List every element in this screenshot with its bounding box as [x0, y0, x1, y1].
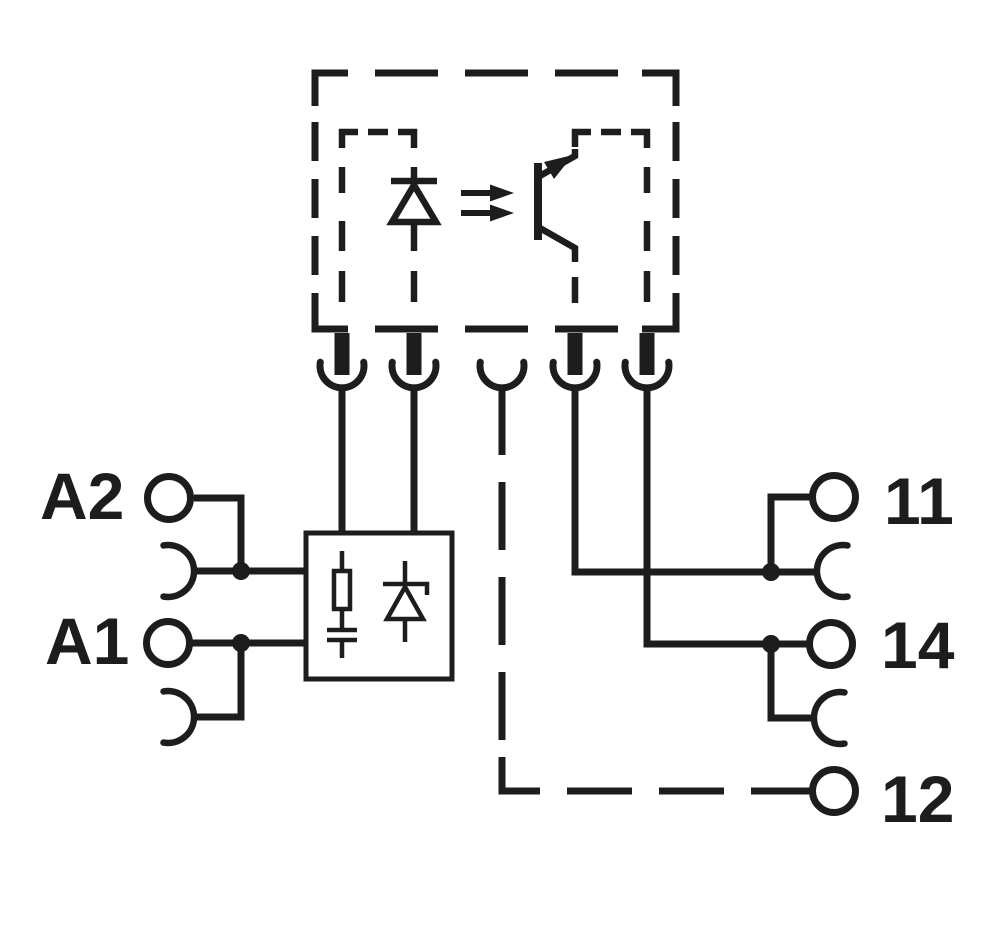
junction-dots	[232, 562, 780, 653]
label-a2: A2	[40, 459, 124, 533]
socket-contact-a1	[160, 687, 198, 747]
socket-contact-14	[810, 688, 848, 748]
arrow-head	[490, 184, 514, 202]
socket-contact-11	[813, 541, 851, 601]
terminal-circle-a2	[144, 473, 194, 523]
suppressor-diode-branch	[383, 561, 430, 642]
transistor-collector	[536, 224, 579, 262]
led-compartment-outline	[338, 128, 418, 302]
outline-corner	[311, 293, 348, 333]
wire-socket-a1-branch	[196, 643, 245, 721]
light-emission-arrows-icon	[461, 184, 514, 222]
junction-dot	[232, 634, 250, 652]
terminal-circle-a1	[143, 618, 193, 668]
outline-corner	[631, 128, 651, 148]
plug-contacts	[316, 333, 673, 392]
phototransistor-icon	[534, 149, 579, 262]
outline-corner	[398, 128, 418, 148]
label-11: 11	[884, 464, 954, 538]
junction-dot	[762, 563, 780, 581]
terminal-circle-11	[809, 472, 859, 522]
label-14: 14	[881, 608, 955, 682]
outline-corner	[642, 69, 680, 106]
arrow-head	[490, 204, 514, 222]
side-socket-contacts	[160, 541, 851, 748]
module-outline	[311, 69, 680, 333]
outline-corner	[571, 128, 591, 147]
terminal-circle-14	[806, 619, 856, 669]
network-box-frame	[303, 530, 455, 682]
label-a1: A1	[45, 604, 129, 678]
outline-corner	[642, 293, 680, 333]
wire-branch-to-socket14	[767, 644, 816, 722]
junction-dot	[232, 562, 250, 580]
wires	[192, 387, 819, 722]
wire-terminal-a2	[194, 494, 245, 571]
led-triangle	[386, 178, 442, 226]
terminal-circles	[143, 472, 859, 816]
wire-pin5-to-terminal14	[643, 387, 809, 648]
transistor-emitter-arrowhead	[544, 155, 573, 179]
dashed-wire-to-terminal12	[498, 387, 812, 795]
label-12: 12	[881, 762, 954, 836]
terminal-labels: A2 A1 11 14 12	[40, 459, 955, 836]
junction-dot	[762, 635, 780, 653]
wire-pin4-to-socket11	[571, 387, 819, 576]
outline-corner	[311, 69, 348, 106]
optocoupler-led-icon	[386, 167, 442, 251]
suppressor-diode-bar	[383, 581, 430, 595]
resistor-capacitor-branch	[327, 551, 357, 658]
outline-corner	[338, 128, 358, 148]
wire-branch-to-terminal11	[767, 493, 812, 572]
plug-pin-icon	[334, 333, 350, 375]
input-network-box	[303, 530, 455, 682]
socket-contact-a2	[160, 541, 198, 601]
plug-pin-icon	[567, 333, 583, 375]
socket-contact-icon	[476, 358, 528, 392]
plug-pin-icon	[406, 333, 422, 375]
transistor-compartment-outline	[571, 128, 651, 303]
dashed-wire-corner	[498, 757, 540, 795]
terminal-circle-12	[809, 766, 859, 816]
plug-pin-icon	[639, 333, 655, 375]
